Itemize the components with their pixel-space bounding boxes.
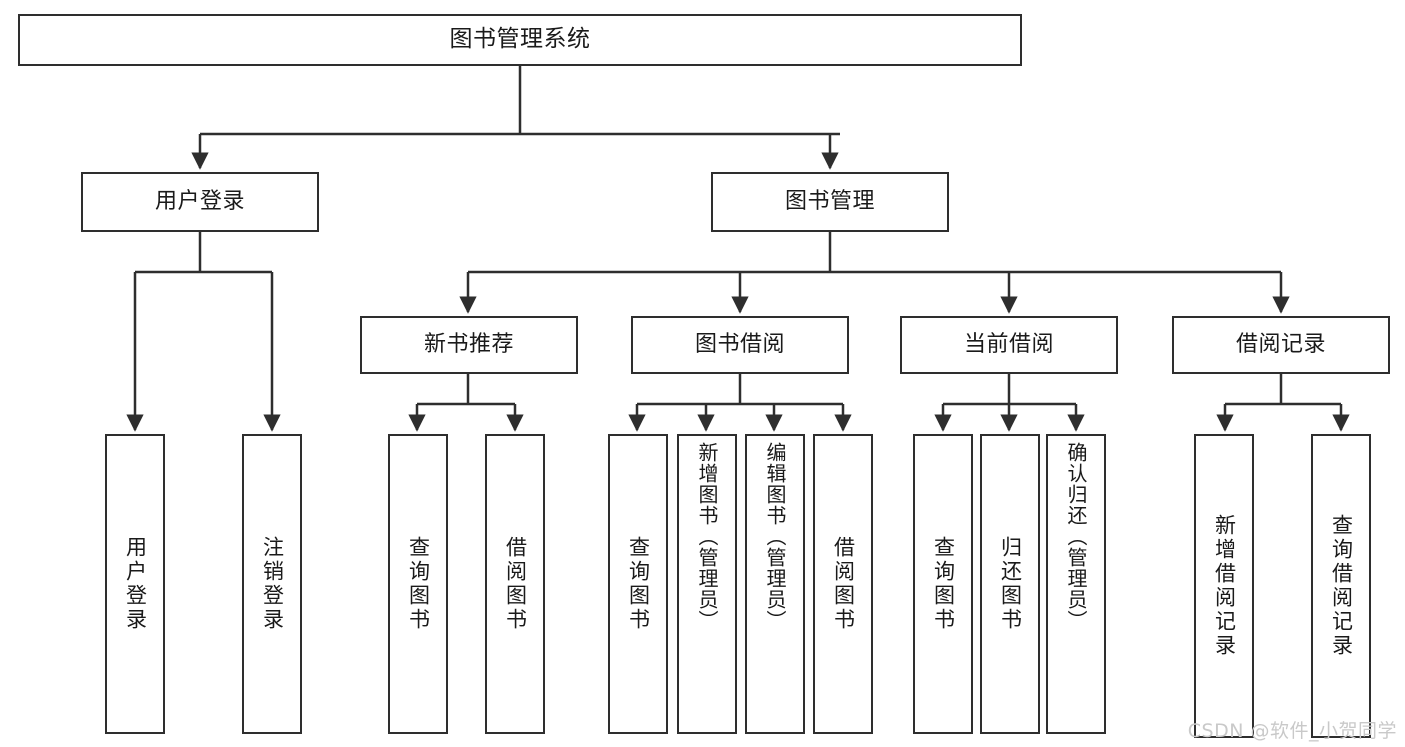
node-leaf-add-record-label: 新增借阅记录	[1212, 514, 1237, 658]
node-leaf-query-record-label: 查询借阅记录	[1329, 514, 1354, 658]
node-leaf-query-book-2-label: 查询图书	[626, 536, 651, 632]
node-user-login[interactable]: 用户登录	[81, 172, 319, 232]
node-leaf-logout-label: 注销登录	[260, 536, 285, 632]
node-leaf-query-record[interactable]: 查询借阅记录	[1311, 434, 1371, 738]
node-leaf-borrow-book-2-label: 借阅图书	[831, 536, 856, 632]
node-book-borrow[interactable]: 图书借阅	[631, 316, 849, 374]
node-leaf-add-book[interactable]: 新增图书（管理员）	[677, 434, 737, 734]
node-leaf-borrow-book-2[interactable]: 借阅图书	[813, 434, 873, 734]
node-new-book-rec[interactable]: 新书推荐	[360, 316, 578, 374]
node-leaf-edit-book-label: 编辑图书（管理员）	[763, 442, 787, 631]
node-leaf-query-book-3-label: 查询图书	[931, 536, 956, 632]
node-leaf-query-book-1-label: 查询图书	[406, 536, 431, 632]
node-leaf-logout[interactable]: 注销登录	[242, 434, 302, 734]
node-leaf-confirm-return-label: 确认归还（管理员）	[1064, 442, 1088, 631]
node-new-book-rec-label: 新书推荐	[423, 331, 514, 357]
node-borrow-record-label: 借阅记录	[1235, 331, 1326, 357]
node-leaf-return-book[interactable]: 归还图书	[980, 434, 1040, 734]
node-leaf-borrow-book-1[interactable]: 借阅图书	[485, 434, 545, 734]
node-leaf-user-login-label: 用户登录	[123, 536, 148, 632]
node-leaf-query-book-2[interactable]: 查询图书	[608, 434, 668, 734]
node-root-label: 图书管理系统	[449, 26, 591, 53]
node-leaf-add-book-label: 新增图书（管理员）	[695, 442, 719, 631]
node-current-borrow[interactable]: 当前借阅	[900, 316, 1118, 374]
node-leaf-add-record[interactable]: 新增借阅记录	[1194, 434, 1254, 738]
csdn-watermark: CSDN @软件_小贺同学	[1187, 720, 1397, 742]
node-root[interactable]: 图书管理系统	[18, 14, 1022, 66]
node-leaf-user-login[interactable]: 用户登录	[105, 434, 165, 734]
node-leaf-borrow-book-1-label: 借阅图书	[503, 536, 528, 632]
node-user-login-label: 用户登录	[154, 188, 245, 214]
node-leaf-return-book-label: 归还图书	[998, 536, 1023, 632]
node-leaf-query-book-3[interactable]: 查询图书	[913, 434, 973, 734]
node-leaf-confirm-return[interactable]: 确认归还（管理员）	[1046, 434, 1106, 734]
node-book-borrow-label: 图书借阅	[694, 331, 785, 357]
node-book-manage[interactable]: 图书管理	[711, 172, 949, 232]
node-leaf-query-book-1[interactable]: 查询图书	[388, 434, 448, 734]
node-borrow-record[interactable]: 借阅记录	[1172, 316, 1390, 374]
node-book-manage-label: 图书管理	[784, 188, 875, 214]
node-leaf-edit-book[interactable]: 编辑图书（管理员）	[745, 434, 805, 734]
node-current-borrow-label: 当前借阅	[963, 331, 1054, 357]
